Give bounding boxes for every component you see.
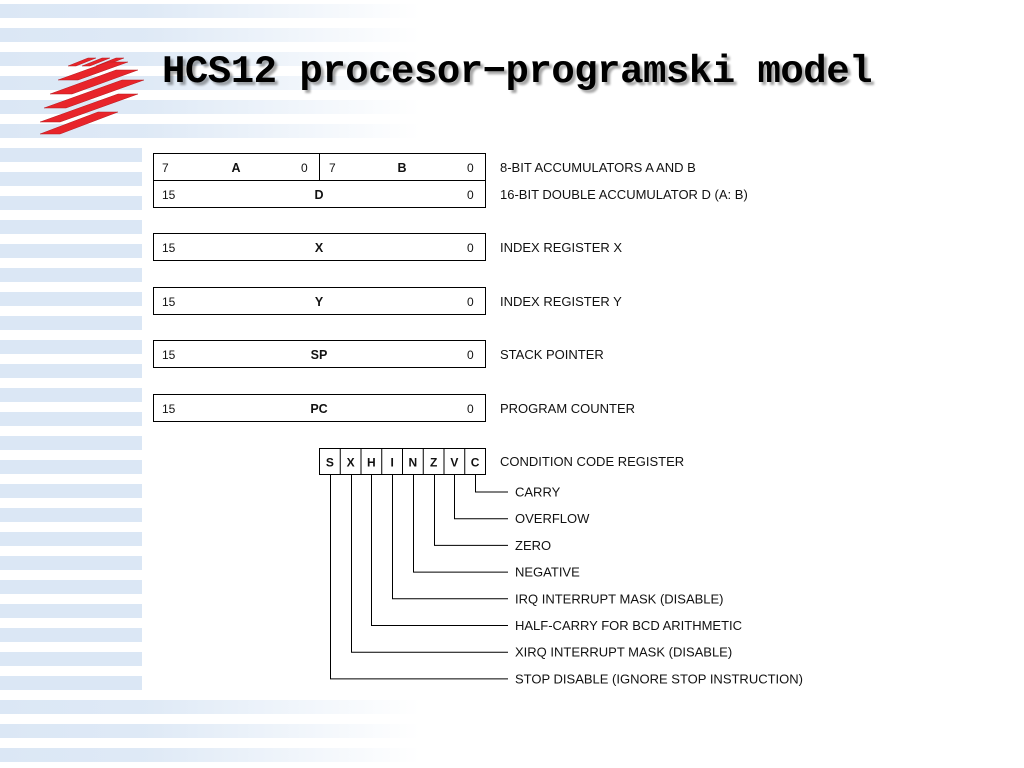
ccr-leader-line: [413, 474, 508, 573]
ccr-flag-n: N: [409, 456, 418, 470]
register-sp: 15 SP 0 STACK POINTER: [153, 340, 604, 368]
ccr-flag-description: IRQ INTERRUPT MASK (DISABLE): [515, 591, 724, 606]
register-pc: 15 PC 0 PROGRAM COUNTER: [153, 394, 635, 422]
condition-code-register: CONDITION CODE REGISTER S STOP DISABLE (I…: [319, 448, 803, 686]
register-x: 15 X 0 INDEX REGISTER X: [153, 233, 622, 261]
ccr-flag-c: C: [471, 456, 480, 470]
ccr-description: CONDITION CODE REGISTER: [500, 454, 684, 469]
ccr-flag-description: OVERFLOW: [515, 511, 590, 526]
ccr-flag-description: XIRQ INTERRUPT MASK (DISABLE): [515, 645, 732, 660]
ccr-flag-i: I: [390, 456, 393, 470]
ccr-flag-description: NEGATIVE: [515, 565, 580, 580]
register-y: 15 Y 0 INDEX REGISTER Y: [153, 287, 622, 315]
register-pc-right-bit: 0: [467, 402, 474, 416]
register-pc-left-bit: 15: [162, 402, 176, 416]
register-b-left-bit: 7: [329, 161, 336, 175]
register-x-right-bit: 0: [467, 241, 474, 255]
ccr-leader-line: [475, 474, 508, 493]
ccr-flag-description: STOP DISABLE (IGNORE STOP INSTRUCTION): [515, 671, 803, 686]
ccr-leader-line: [392, 474, 508, 600]
register-x-description: INDEX REGISTER X: [500, 240, 622, 255]
register-b-right-bit: 0: [467, 161, 474, 175]
ccr-flag-x: X: [347, 456, 355, 470]
register-y-description: INDEX REGISTER Y: [500, 294, 622, 309]
register-d-description: 16-BIT DOUBLE ACCUMULATOR D (A: B): [500, 187, 748, 202]
register-sp-left-bit: 15: [162, 348, 176, 362]
register-ab-description: 8-BIT ACCUMULATORS A AND B: [500, 160, 696, 175]
ccr-flag-s: S: [326, 456, 334, 470]
ccr-leader-line: [434, 474, 508, 546]
ccr-leader-line: [330, 474, 508, 680]
register-ab: 7 A 0 7 B 0 8-BIT ACCUMULATORS A AND B: [153, 153, 696, 181]
register-d-right-bit: 0: [467, 188, 474, 202]
ccr-flag-description: HALF-CARRY FOR BCD ARITHMETIC: [515, 618, 742, 633]
register-a-right-bit: 0: [301, 161, 308, 175]
company-logo: [39, 57, 145, 135]
ccr-leader-line: [454, 474, 508, 520]
register-y-left-bit: 15: [162, 295, 176, 309]
register-a-name: A: [231, 161, 240, 175]
ccr-leader-line: [371, 474, 508, 626]
register-b-name: B: [397, 161, 406, 175]
register-sp-description: STACK POINTER: [500, 347, 604, 362]
ccr-flag-description: ZERO: [515, 538, 551, 553]
register-y-name: Y: [315, 295, 324, 309]
register-sp-name: SP: [311, 348, 328, 362]
register-x-name: X: [315, 241, 324, 255]
ccr-flag-z: Z: [430, 456, 437, 470]
register-d-left-bit: 15: [162, 188, 176, 202]
register-a-left-bit: 7: [162, 161, 169, 175]
ccr-flag-v: V: [450, 456, 458, 470]
register-sp-right-bit: 0: [467, 348, 474, 362]
register-d-name: D: [314, 188, 323, 202]
register-pc-name: PC: [310, 402, 327, 416]
ccr-flag-h: H: [367, 456, 376, 470]
ccr-flag-description: CARRY: [515, 485, 561, 500]
slide-title: HCS12 procesor−programski model: [162, 50, 873, 94]
register-y-right-bit: 0: [467, 295, 474, 309]
register-d: 15 D 0 16-BIT DOUBLE ACCUMULATOR D (A: B…: [153, 180, 748, 208]
ccr-leader-line: [351, 474, 508, 653]
register-pc-description: PROGRAM COUNTER: [500, 401, 635, 416]
register-x-left-bit: 15: [162, 241, 176, 255]
